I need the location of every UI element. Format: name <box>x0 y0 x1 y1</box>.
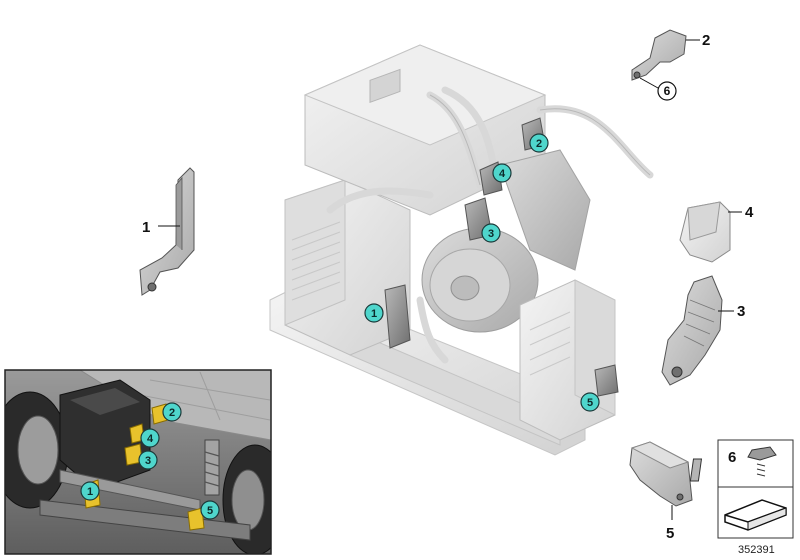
part-1-bracket[interactable] <box>139 167 195 296</box>
assembly-callout-4-number: 4 <box>499 168 506 180</box>
part-pointer-icon <box>724 499 787 531</box>
assembly-callout-2[interactable]: 2 <box>529 133 549 153</box>
leader-6 <box>639 77 659 89</box>
vehicle-inset <box>4 369 272 555</box>
part-3-bracket[interactable] <box>661 275 723 386</box>
inset-callout-4[interactable]: 4 <box>140 428 160 448</box>
power-electronics-side <box>284 179 346 326</box>
inset-callout-5[interactable]: 5 <box>200 500 220 520</box>
inset-subframe <box>39 499 251 541</box>
inset-callout-4-number: 4 <box>147 433 154 445</box>
assembly-callout-5[interactable]: 5 <box>580 392 600 412</box>
part-5-bracket[interactable] <box>629 441 693 507</box>
label-5: 5 <box>666 525 674 542</box>
label-4: 4 <box>745 204 754 221</box>
assembly-callout-1-number: 1 <box>371 308 377 320</box>
installed-bracket-5 <box>594 364 619 397</box>
part-2-bracket[interactable] <box>631 29 687 81</box>
document-number: 352391 <box>738 544 775 556</box>
assembly-callout-4[interactable]: 4 <box>492 163 512 183</box>
screw-legend: 6 <box>689 439 794 539</box>
cooling-fins <box>291 221 341 301</box>
label-2: 2 <box>702 32 710 49</box>
screw-6-callout[interactable]: 6 <box>657 81 677 101</box>
inset-callout-2-number: 2 <box>169 407 175 419</box>
gearbox-housing <box>499 149 591 271</box>
part-4-bracket[interactable] <box>679 201 731 263</box>
assembly-callout-3[interactable]: 3 <box>481 223 501 243</box>
label-3: 3 <box>737 303 745 320</box>
inset-callout-3[interactable]: 3 <box>138 450 158 470</box>
inset-callout-3-number: 3 <box>145 455 151 467</box>
assembly-callout-1[interactable]: 1 <box>364 303 384 323</box>
label-1: 1 <box>142 219 150 236</box>
inverter-top <box>303 44 547 146</box>
assembly-callout-5-number: 5 <box>587 397 593 409</box>
inset-callout-1-number: 1 <box>87 486 93 498</box>
motor-housing-hub <box>450 275 480 301</box>
inset-callout-5-number: 5 <box>207 505 213 517</box>
assembly-callout-2-number: 2 <box>536 138 542 150</box>
screw-6-callout-number: 6 <box>664 84 671 98</box>
charger-ribs <box>529 311 571 376</box>
inverter-connector <box>369 68 401 104</box>
screw-icon <box>689 446 777 482</box>
legend-screw-label: 6 <box>728 449 736 466</box>
inset-highlight-5 <box>187 507 205 531</box>
assembly-callout-3-number: 3 <box>488 228 494 240</box>
inset-callout-2[interactable]: 2 <box>162 402 182 422</box>
installed-bracket-1 <box>384 284 411 349</box>
inset-callout-1[interactable]: 1 <box>80 481 100 501</box>
hv-cables-outline <box>429 94 651 186</box>
inset-shock <box>204 439 220 496</box>
